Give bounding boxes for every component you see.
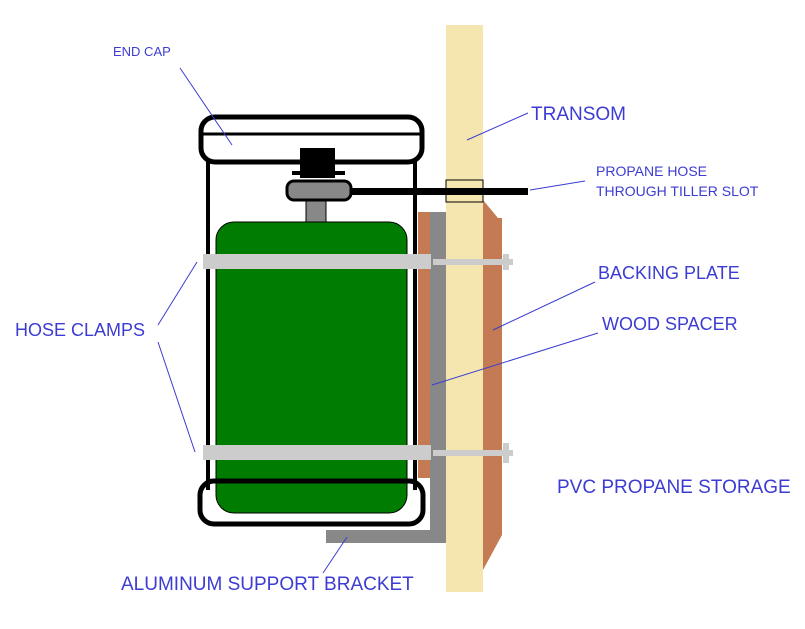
- label-tiller-slot: THROUGH TILLER SLOT: [596, 183, 759, 199]
- label-backing-plate: BACKING PLATE: [598, 263, 740, 283]
- valve-lip: [292, 171, 345, 175]
- valve-nut: [285, 179, 353, 202]
- hose-clamp-upper: [203, 254, 513, 270]
- diagram-title: PVC PROPANE STORAGE: [557, 477, 791, 498]
- leader-lines: [157, 67, 599, 574]
- transom: [446, 25, 483, 592]
- label-support-bracket: ALUMINUM SUPPORT BRACKET: [121, 574, 414, 595]
- label-hose-clamps: HOSE CLAMPS: [15, 320, 146, 340]
- label-wood-spacer: WOOD SPACER: [602, 314, 738, 334]
- propane-hose: [350, 188, 528, 195]
- label-propane-hose: PROPANE HOSE: [596, 163, 707, 179]
- label-end-cap: END CAP: [113, 44, 171, 59]
- bottom-end-cap: [197, 478, 426, 527]
- bracket-horizontal: [326, 530, 446, 543]
- hose-clamp-lower: [203, 443, 513, 463]
- label-transom: TRANSOM: [531, 104, 626, 125]
- tiller-slot: [445, 179, 484, 203]
- bracket-vertical: [430, 212, 446, 543]
- valve-stem: [305, 199, 327, 223]
- backing-plate: [483, 200, 502, 570]
